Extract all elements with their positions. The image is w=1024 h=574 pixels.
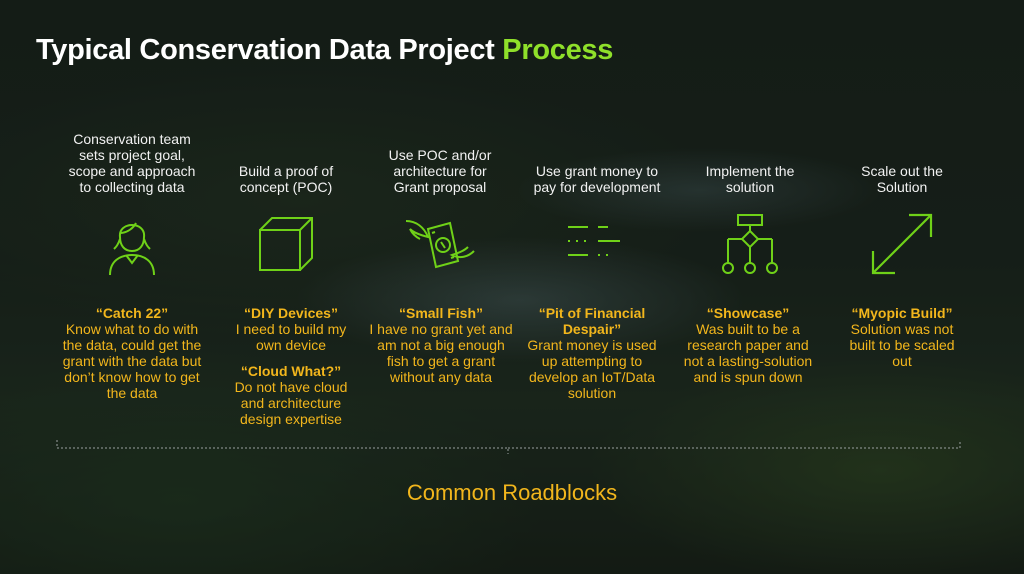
step-4-description: Use grant money to pay for development [533, 163, 661, 195]
roadblock-4-description: Grant money is used up attempting to dev… [527, 337, 657, 401]
flying-money-icon [360, 199, 520, 289]
roadblock-2-description: I need to build my own device [235, 321, 347, 353]
roadblock-4-name: “Pit of Financial Despair” [538, 305, 646, 337]
step-5: Implement the solution [670, 125, 830, 289]
roadblock-6-description: Solution was not built to be scaled out [849, 321, 955, 369]
roadblock-5: “Showcase” Was built to be a research pa… [673, 305, 823, 385]
roadblock-2b-name: “Cloud What?” [240, 363, 342, 379]
roadblock-2b-description: Do not have cloud and architecture desig… [234, 379, 348, 427]
roadblock-1-description: Know what to do with the data, could get… [62, 321, 202, 401]
diagonal-arrow-icon [822, 199, 982, 289]
roadblock-3-name: “Small Fish” [398, 305, 484, 321]
step-4: Use grant money to pay for development [517, 125, 677, 289]
roadblock-3: “Small Fish” I have no grant yet and am … [366, 305, 516, 385]
common-roadblocks-label: Common Roadblocks [406, 480, 618, 505]
roadblock-2: “DIY Devices” I need to build my own dev… [216, 305, 366, 427]
roadblock-4: “Pit of Financial Despair” Grant money i… [517, 305, 667, 401]
step-5-description: Implement the solution [705, 163, 795, 195]
step-3-description: Use POC and/or architecture for Grant pr… [388, 147, 492, 195]
roadblock-3-description: I have no grant yet and am not a big eno… [369, 321, 513, 385]
data-lines-icon [517, 199, 677, 289]
roadblock-5-description: Was built to be a research paper and not… [683, 321, 813, 385]
step-2: Build a proof of concept (POC) [206, 125, 366, 289]
step-6: Scale out the Solution [822, 125, 982, 289]
roadblock-1-name: “Catch 22” [95, 305, 169, 321]
flowchart-icon [670, 199, 830, 289]
step-1-description: Conservation team sets project goal, sco… [68, 131, 196, 195]
roadblock-6-name: “Myopic Build” [851, 305, 953, 321]
cube-icon [206, 199, 366, 289]
step-3: Use POC and/or architecture for Grant pr… [360, 125, 520, 289]
roadblock-6: “Myopic Build” Solution was not built to… [827, 305, 977, 369]
roadblock-2-name: “DIY Devices” [244, 305, 338, 321]
step-6-description: Scale out the Solution [861, 163, 943, 195]
roadblock-1: “Catch 22” Know what to do with the data… [57, 305, 207, 401]
roadblocks-bracket [56, 440, 961, 454]
page-title: Typical Conservation Data Project Proces… [36, 34, 613, 67]
title-main: Typical Conservation Data Project [36, 34, 503, 66]
step-1: Conservation team sets project goal, sco… [52, 125, 212, 289]
roadblock-5-name: “Showcase” [706, 305, 790, 321]
person-icon [52, 199, 212, 289]
title-accent: Process [502, 34, 614, 66]
step-2-description: Build a proof of concept (POC) [238, 163, 334, 195]
